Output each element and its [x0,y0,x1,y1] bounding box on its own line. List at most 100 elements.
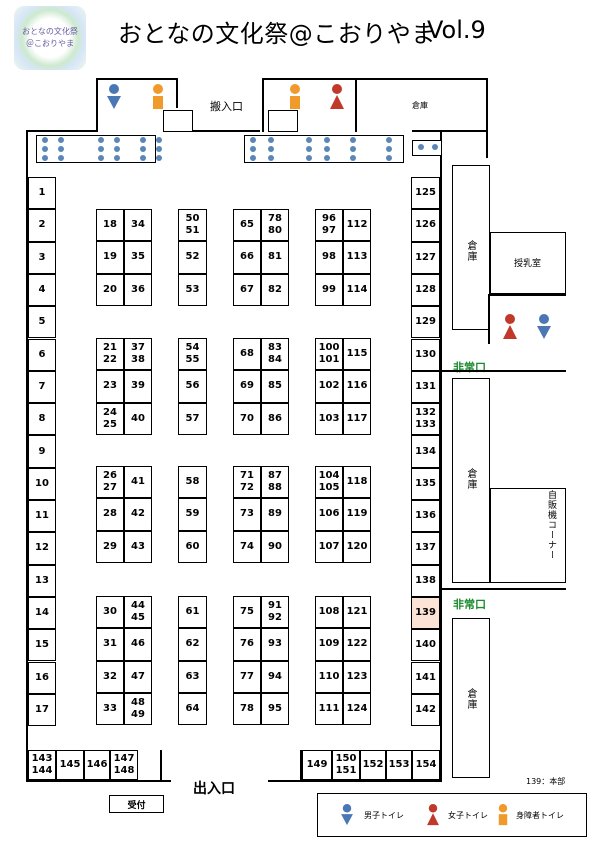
booth[interactable]: 95 [261,692,289,726]
booth[interactable]: 23 [96,370,124,403]
booth[interactable]: 153 [386,750,412,780]
booth[interactable]: 36 [124,273,152,306]
booth[interactable]: 70 [233,402,261,435]
booth[interactable]: 86 [261,402,289,435]
booth[interactable]: 118 [343,466,371,499]
booth[interactable]: 42 [124,498,152,531]
booth[interactable]: 109 [315,628,343,661]
booth[interactable]: 106 [315,498,343,531]
booth[interactable]: 35 [124,241,152,274]
booth[interactable]: 56 [178,370,207,403]
booth[interactable]: 15 [28,629,56,662]
booth[interactable]: 31 [96,628,124,661]
booth[interactable]: 138 [411,564,440,597]
booth[interactable]: 113 [343,241,371,274]
booth[interactable]: 145 [56,750,84,780]
booth[interactable]: 61 [178,596,207,629]
booth[interactable]: 60 [178,530,207,563]
booth[interactable]: 123 [343,660,371,693]
booth[interactable]: 82 [261,273,289,306]
booth[interactable]: 134 [411,435,440,468]
booth[interactable]: 30 [96,596,124,629]
booth[interactable]: 57 [178,402,207,435]
booth[interactable]: 43 [124,530,152,563]
booth[interactable]: 2 [28,209,56,242]
booth[interactable]: 124 [343,692,371,726]
booth[interactable]: 110 [315,660,343,693]
booth[interactable]: 69 [233,370,261,403]
booth[interactable]: 139 [411,596,440,630]
booth[interactable]: 119 [343,498,371,531]
booth[interactable]: 41 [124,466,152,499]
booth[interactable]: 11 [28,500,56,533]
booth[interactable]: 149 [302,750,332,780]
booth[interactable]: 112 [343,209,371,242]
booth[interactable]: 136 [411,500,440,533]
booth[interactable]: 120 [343,530,371,563]
booth[interactable]: 20 [96,273,124,306]
reception-desk[interactable]: 受付 [109,795,164,813]
booth[interactable]: 125 [411,177,440,210]
booth[interactable]: 135 [411,467,440,500]
booth[interactable]: 146 [84,750,110,780]
booth[interactable]: 121 [343,596,371,629]
booth[interactable]: 28 [96,498,124,531]
booth[interactable]: 33 [96,692,124,726]
booth[interactable]: 67 [233,273,261,306]
booth[interactable]: 103 [315,402,343,435]
booth[interactable]: 130 [411,338,440,371]
booth[interactable]: 65 [233,209,261,242]
booth[interactable]: 141 [411,661,440,694]
booth[interactable]: 81 [261,241,289,274]
booth[interactable]: 32 [96,660,124,693]
booth[interactable]: 46 [124,628,152,661]
booth[interactable]: 4 [28,273,56,307]
booth[interactable]: 19 [96,241,124,274]
booth[interactable]: 111 [315,692,343,726]
booth[interactable]: 117 [343,402,371,435]
booth[interactable]: 137 [411,532,440,565]
booth[interactable]: 122 [343,628,371,661]
entrance-label[interactable]: 出入口 [193,781,235,797]
emergency-exit-1[interactable]: 非常口 [453,361,486,374]
booth[interactable]: 127 [411,241,440,274]
booth[interactable]: 64 [178,692,207,726]
booth[interactable]: 89 [261,498,289,531]
booth[interactable]: 90 [261,530,289,563]
booth[interactable]: 18 [96,209,124,242]
booth[interactable]: 59 [178,498,207,531]
emergency-exit-2[interactable]: 非常口 [453,598,486,611]
booth[interactable]: 115 [343,338,371,371]
booth[interactable]: 10 [28,467,56,500]
booth[interactable]: 5 [28,306,56,339]
booth[interactable]: 14 [28,596,56,630]
booth[interactable]: 99 [315,273,343,306]
booth[interactable]: 140 [411,629,440,662]
booth[interactable]: 34 [124,209,152,242]
booth[interactable]: 39 [124,370,152,403]
booth[interactable]: 116 [343,370,371,403]
booth[interactable]: 3 [28,241,56,274]
booth[interactable]: 102 [315,370,343,403]
booth[interactable]: 98 [315,241,343,274]
booth[interactable]: 66 [233,241,261,274]
booth[interactable]: 93 [261,628,289,661]
booth[interactable]: 126 [411,209,440,242]
booth[interactable]: 16 [28,661,56,694]
booth[interactable]: 40 [124,402,152,435]
booth[interactable]: 9 [28,435,56,468]
booth[interactable]: 68 [233,338,261,371]
